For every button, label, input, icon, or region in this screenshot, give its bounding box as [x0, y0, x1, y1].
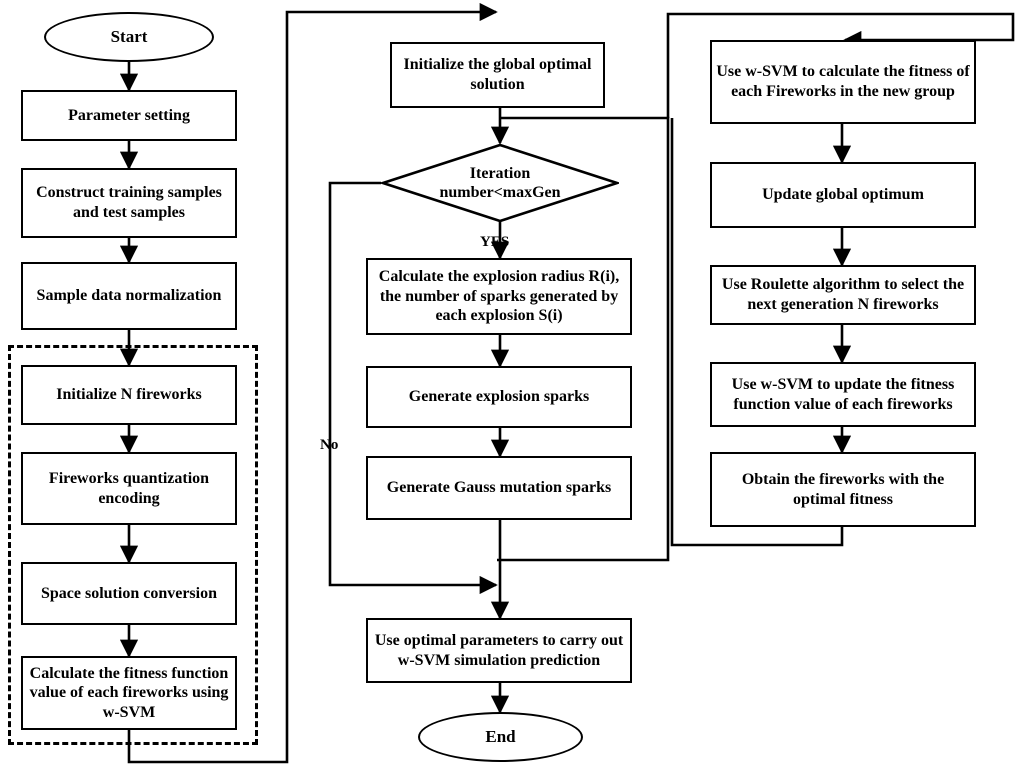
diamond-shape	[378, 143, 622, 223]
node-obtain-optimal-fireworks[interactable]: Obtain the fireworks with the optimal fi…	[710, 452, 976, 527]
edge-label-yes: YES	[480, 234, 510, 250]
edge-label-no: No	[320, 437, 339, 453]
node-calculate-fitness-wsvm[interactable]: Calculate the fitness function value of …	[21, 656, 237, 730]
node-fireworks-quantization[interactable]: Fireworks quantization encoding	[21, 452, 237, 525]
node-generate-explosion-sparks[interactable]: Generate explosion sparks	[366, 366, 632, 428]
node-initialize-global-optimal[interactable]: Initialize the global optimal solution	[390, 42, 605, 108]
node-roulette-select[interactable]: Use Roulette algorithm to select the nex…	[710, 265, 976, 325]
node-iteration-check-label: Iteration number<maxGen	[439, 164, 561, 201]
node-generate-gauss-sparks[interactable]: Generate Gauss mutation sparks	[366, 456, 632, 520]
node-start[interactable]: Start	[44, 12, 214, 62]
node-calculate-explosion-radius[interactable]: Calculate the explosion radius R(i), the…	[366, 258, 632, 335]
node-construct-samples[interactable]: Construct training samples and test samp…	[21, 168, 237, 238]
node-parameter-setting[interactable]: Parameter setting	[21, 90, 237, 141]
node-wsvm-calculate-fitness-new-group[interactable]: Use w-SVM to calculate the fitness of ea…	[710, 40, 976, 124]
node-iteration-check[interactable]: Iteration number<maxGen	[378, 143, 622, 223]
node-wsvm-update-fitness[interactable]: Use w-SVM to update the fitness function…	[710, 362, 976, 427]
node-update-global-optimum[interactable]: Update global optimum	[710, 162, 976, 228]
node-initialize-fireworks[interactable]: Initialize N fireworks	[21, 365, 237, 425]
node-sample-normalization[interactable]: Sample data normalization	[21, 262, 237, 330]
node-space-solution-conversion[interactable]: Space solution conversion	[21, 562, 237, 625]
node-end[interactable]: End	[418, 712, 583, 762]
node-use-optimal-parameters[interactable]: Use optimal parameters to carry out w-SV…	[366, 618, 632, 683]
